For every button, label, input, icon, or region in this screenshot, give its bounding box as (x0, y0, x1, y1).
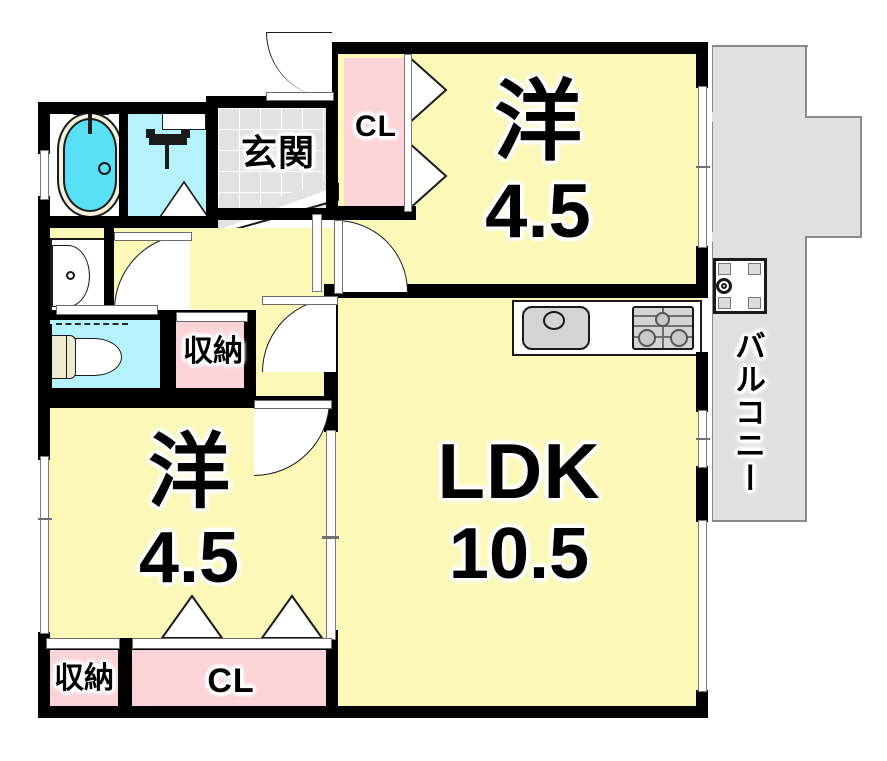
bedroom-north-door-leaf[interactable] (334, 220, 343, 294)
storage-mid-door-track[interactable] (176, 312, 248, 322)
wall-west-outer-b (38, 632, 50, 712)
kitchen-sink-bowl (543, 311, 565, 330)
balcony-area (712, 46, 807, 118)
entrance-door-leaf[interactable] (266, 92, 334, 101)
gas-burner-right (670, 329, 688, 347)
wall-west-outer-a (38, 398, 50, 460)
gas-burner-left (638, 329, 656, 347)
washroom-door-leaf[interactable] (114, 232, 192, 241)
balcony-edge-bottom (712, 520, 807, 522)
balcony-edge-right-bulge (860, 116, 862, 238)
closet-north-door-track[interactable] (404, 54, 412, 212)
storage-mid-fill (176, 318, 248, 390)
bath-faucet-spout (88, 112, 92, 134)
wall-south-outer (38, 706, 708, 718)
balcony-edge-right-upper (805, 45, 807, 117)
balcony-edge-right-lower (805, 236, 807, 522)
bath-shelf-icon (162, 112, 206, 130)
wall-hall-west-stub (38, 324, 52, 390)
shower-mixer-icon (149, 134, 187, 145)
balcony-edge-top (712, 45, 808, 47)
wall-east-north-a (696, 42, 708, 88)
wall-west-bath-a (38, 102, 50, 154)
washer-pan-foot-br (748, 297, 761, 309)
shower-drain-slope-icon (156, 180, 212, 221)
storage-corner-fill (46, 648, 122, 716)
shower-mixer-stem (165, 145, 169, 169)
wall-toilet-top (38, 310, 254, 320)
bedroom-west-door-leaf[interactable] (254, 400, 332, 409)
washer-pan-drain-center (721, 283, 727, 289)
closet-south-door-track[interactable] (132, 638, 332, 649)
ldk-door-leaf[interactable] (262, 296, 338, 305)
ldk-floor (336, 292, 702, 716)
sliding-door-west-ldk-handle (322, 536, 339, 539)
closet-north-folding-doors[interactable] (407, 53, 452, 213)
shower-mixer-knob-r (181, 129, 190, 138)
wall-storage-corner-right (118, 638, 132, 718)
window-west-room[interactable] (40, 456, 49, 634)
balcony-area-step-seam-a (712, 112, 805, 122)
stove-grate-bar-v (662, 308, 664, 348)
washer-pan-foot-bl (718, 297, 731, 309)
washer-pan-foot-tr (748, 263, 761, 275)
wall-toilet-right (160, 310, 176, 396)
closet-south-fill (132, 648, 330, 716)
window-north-mullion (696, 166, 710, 168)
washer-pan-foot-tl (718, 263, 731, 275)
wall-bath-top (38, 102, 218, 114)
window-west-mullion (38, 518, 52, 520)
wall-hall-north-ceiling (206, 208, 336, 220)
closet-south-folding-doors[interactable] (132, 594, 330, 640)
storage-corner-door-track[interactable] (46, 638, 120, 649)
wall-bath-divider (119, 114, 128, 218)
balcony-area-seam-b (712, 232, 805, 242)
shower-mixer-knob-l (146, 129, 155, 138)
wall-east-ldk-a (696, 352, 708, 412)
toilet-paper-holder-line (56, 323, 128, 325)
wall-closet-north-bottom (330, 206, 416, 220)
sliding-door-hall-ldk[interactable] (312, 214, 322, 292)
wall-storage-right (244, 310, 256, 396)
sliding-door-ldk-balcony-lower[interactable] (698, 520, 707, 692)
wall-east-north-b (696, 246, 708, 292)
wall-closet-south-right (326, 630, 338, 718)
wall-washbasin-right (104, 228, 114, 314)
closet-north-fill (344, 58, 408, 210)
balcony-edge-notch-bottom (805, 236, 862, 238)
wall-east-ldk-b (696, 466, 708, 522)
wall-bath-bottom (38, 216, 218, 228)
bathtub-drain-icon (98, 162, 111, 175)
wall-north-outer (330, 42, 708, 54)
wall-west-bath-b (38, 196, 50, 324)
gas-burner-top (655, 312, 670, 327)
balcony-edge-notch-top (805, 116, 862, 118)
wall-ldk-top (330, 284, 708, 298)
toilet-door-leaf[interactable] (56, 305, 158, 315)
entrance-door-swing[interactable] (266, 32, 332, 98)
wall-bath-right (206, 102, 218, 228)
washbasin-drain-icon (66, 271, 75, 280)
toilet-tank-lid (66, 335, 76, 379)
sliding-door-seam (696, 438, 710, 440)
balcony-area-step-upper (712, 116, 862, 238)
window-bathroom[interactable] (40, 150, 49, 200)
